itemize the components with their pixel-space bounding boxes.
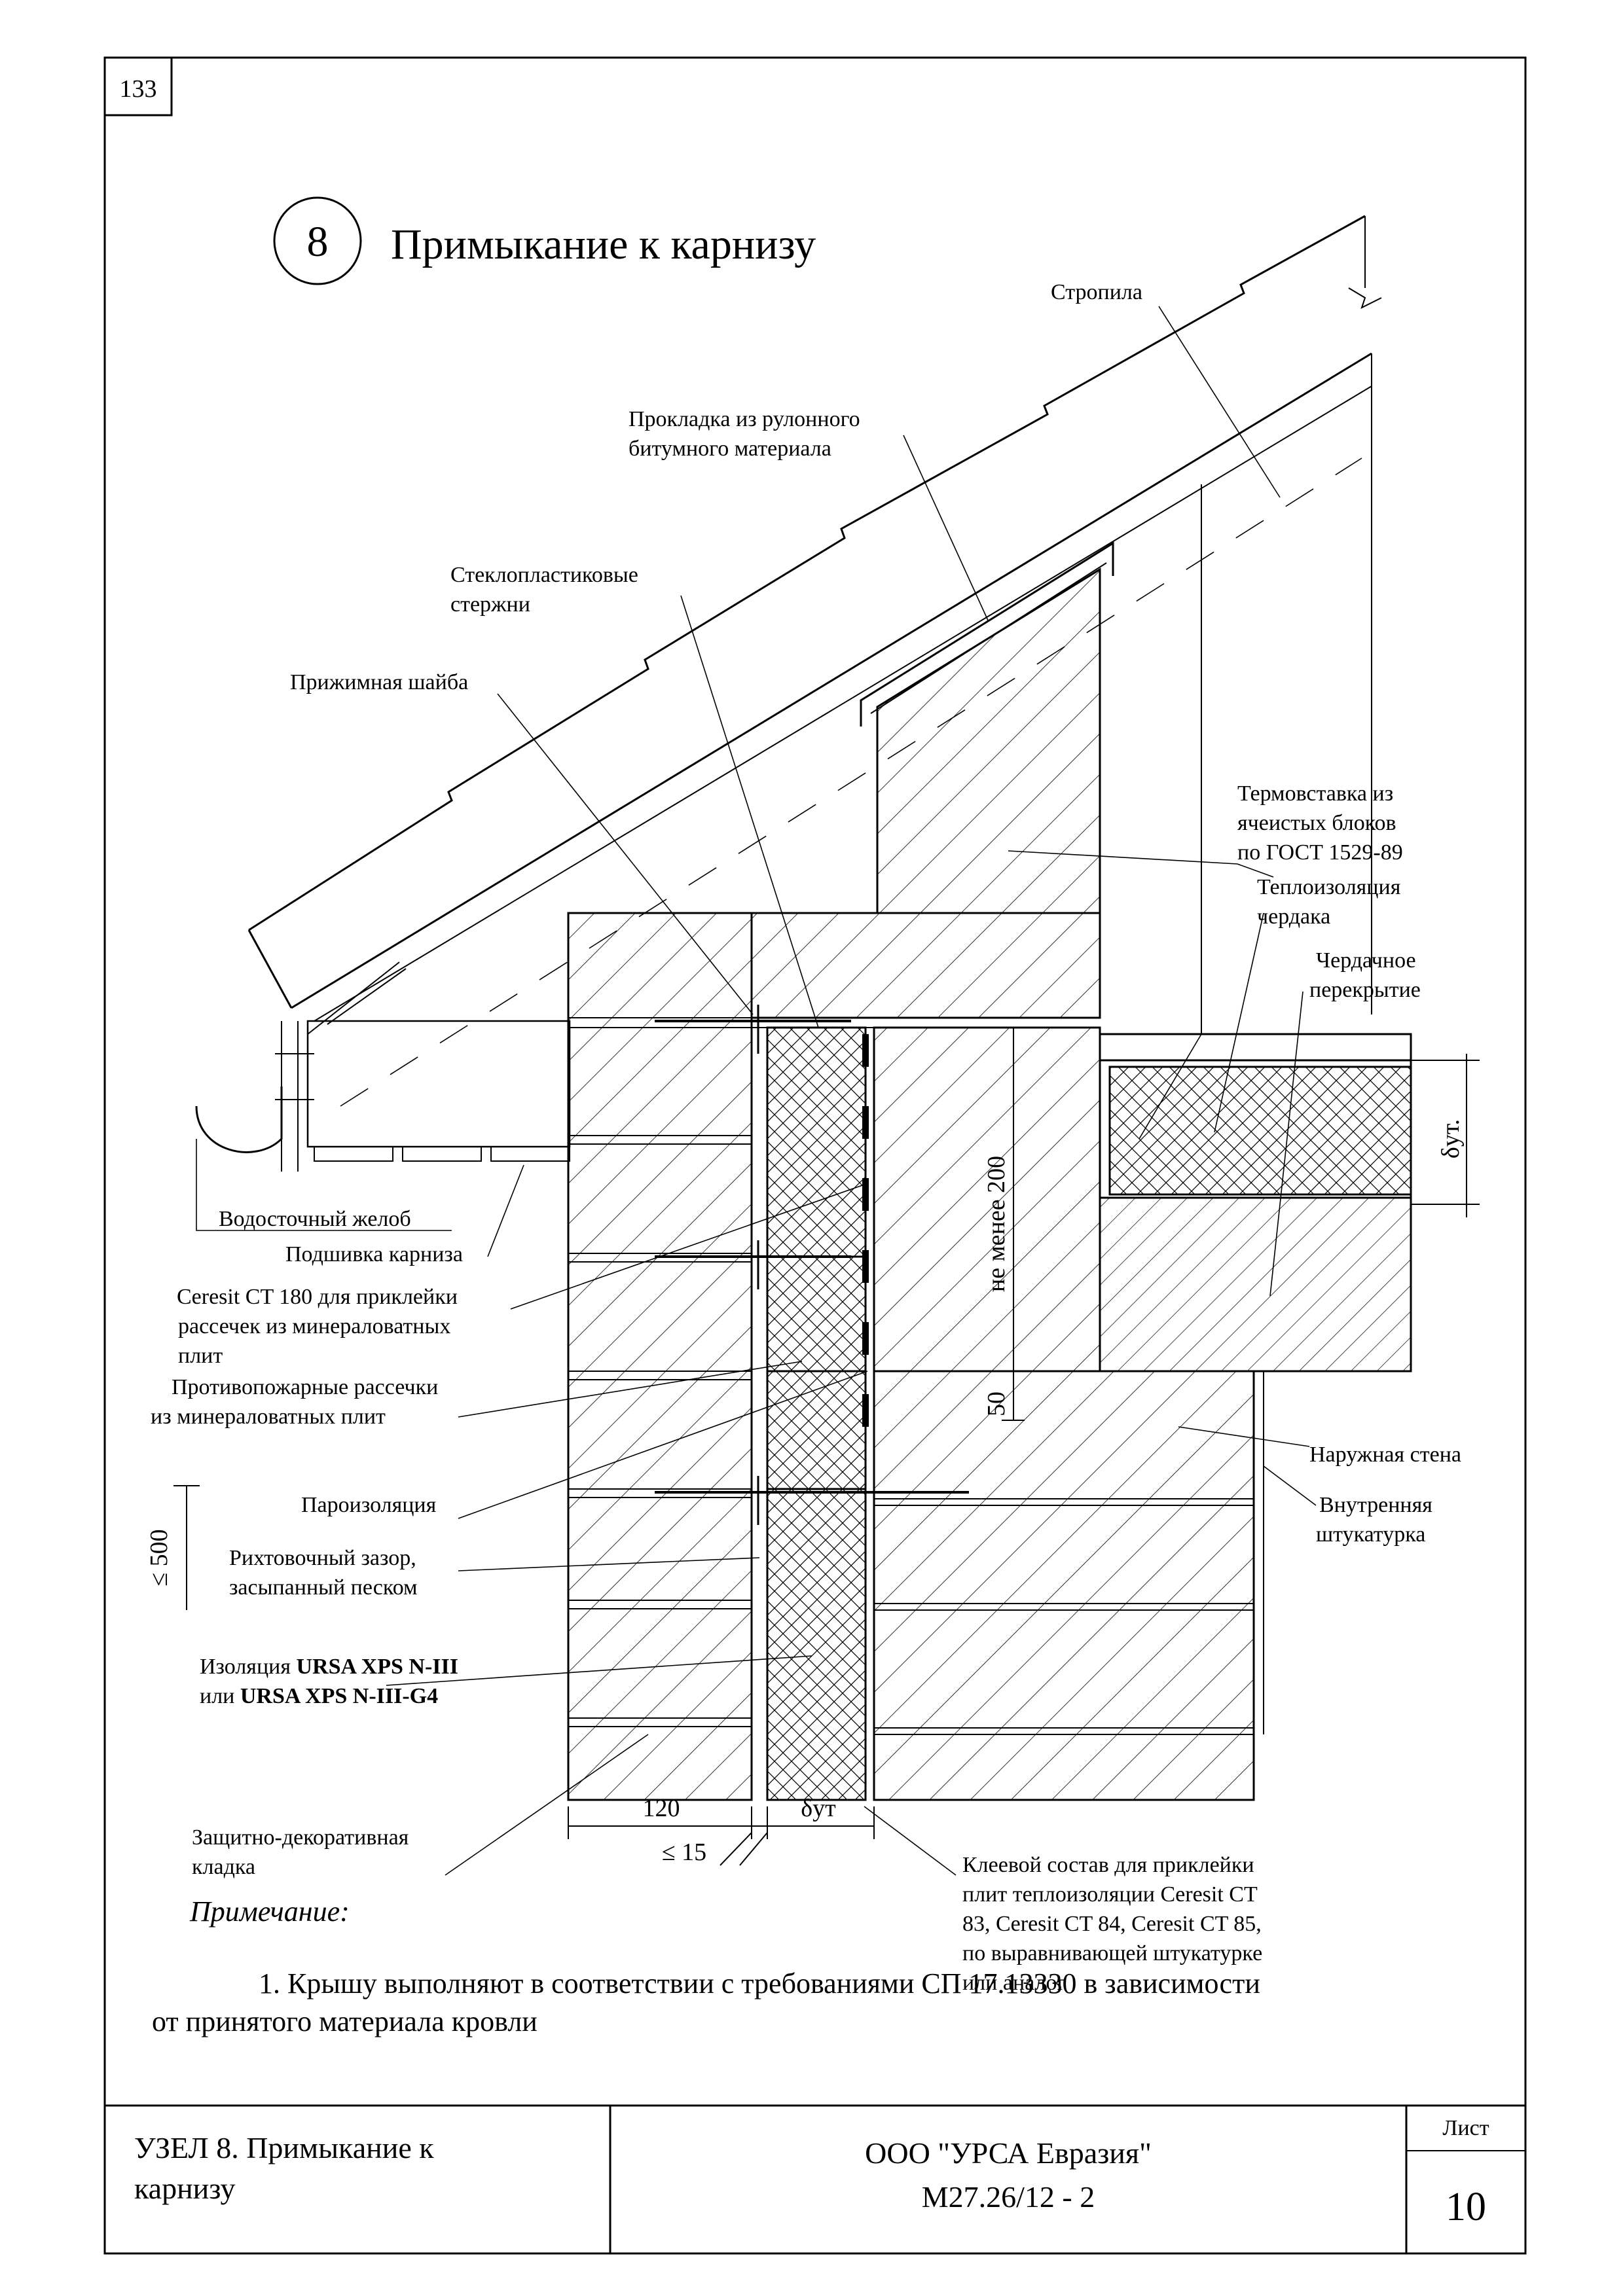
label-attic-insulation-2: чердака <box>1257 905 1330 929</box>
note-line-1: 1. Крышу выполняют в соответствии с треб… <box>259 1967 1260 2000</box>
label-adhesive-4: по выравнивающей штукатурке <box>962 1941 1262 1965</box>
label-bitumen-gasket-2: битумного материала <box>629 437 831 461</box>
attic-floor <box>1099 1033 1412 1372</box>
label-attic-slab-2: перекрытие <box>1309 978 1421 1002</box>
label-attic-slab-1: Чердачное <box>1316 948 1416 973</box>
node-number: 8 <box>307 218 329 266</box>
label-insulation-1: Изоляция URSA XPS N-III <box>200 1655 458 1679</box>
leader-lines <box>196 306 1317 1876</box>
note-heading: Примечание: <box>189 1895 350 1928</box>
title-block-sheet-label: Лист <box>1442 2116 1489 2140</box>
page-number: 133 <box>120 75 157 103</box>
callout-labels: Стропила Прокладка из рулонного битумног… <box>151 280 1461 1995</box>
label-ceresit180-2: рассечек из минераловатных <box>178 1314 450 1338</box>
dim-not-less-200: не менее 200 <box>983 1156 1010 1292</box>
label-insulation-or: или <box>200 1684 240 1708</box>
dim-fifty: 50 <box>983 1391 1010 1416</box>
label-rafters: Стропила <box>1051 280 1142 304</box>
label-insulation-prefix: Изоляция <box>200 1655 296 1679</box>
label-exterior-wall: Наружная стена <box>1309 1443 1461 1467</box>
label-attic-insulation-1: Теплоизоляция <box>1257 875 1401 899</box>
label-adhesive-5: или аналог <box>962 1971 1067 1995</box>
label-leveling-gap-2: засыпанный песком <box>229 1575 418 1600</box>
label-leveling-gap-1: Рихтовочный зазор, <box>229 1546 416 1570</box>
label-interior-plaster-2: штукатурка <box>1316 1522 1425 1547</box>
title-block-sheet-number: 10 <box>1446 2185 1486 2229</box>
label-interior-plaster-1: Внутренняя <box>1319 1493 1432 1517</box>
dimension-labels: не менее 200 50 δут. ≤ 500 120 δут ≤ 15 <box>145 1119 1465 1866</box>
title-block-left-1: УЗЕЛ 8. Примыкание к <box>134 2131 434 2164</box>
label-fire-breaks-2: из минераловатных плит <box>151 1405 386 1429</box>
title-block-org: ООО "УРСА Евразия" <box>865 2136 1152 2170</box>
protective-masonry <box>567 912 1101 1801</box>
insulation-column <box>750 1026 875 1801</box>
dim-delta-ut-bottom: δут <box>801 1795 836 1822</box>
dimensions <box>173 1027 1480 1866</box>
fiberglass-rods <box>655 1005 969 1525</box>
title-block-code: М27.26/12 - 2 <box>922 2180 1095 2214</box>
label-insulation-product2: URSA XPS N-III-G4 <box>240 1684 438 1708</box>
label-protective-masonry-2: кладка <box>192 1855 255 1879</box>
note-line-2: от принятого материала кровли <box>152 2005 538 2037</box>
dim-width-120: 120 <box>643 1795 680 1822</box>
label-gutter: Водосточный желоб <box>219 1207 411 1231</box>
label-insulation-2: или URSA XPS N-III-G4 <box>200 1684 438 1708</box>
label-eaves-soffit: Подшивка карниза <box>285 1242 463 1266</box>
label-adhesive-2: плит теплоизоляции Ceresit CT <box>962 1882 1258 1907</box>
label-thermal-insert-2: ячеистых блоков <box>1237 811 1396 835</box>
label-thermal-insert-1: Термовставка из <box>1237 781 1393 806</box>
label-fiberglass-rods-1: Стеклопластиковые <box>450 563 638 587</box>
label-adhesive-1: Клеевой состав для приклейки <box>962 1853 1254 1877</box>
masonry-joints <box>568 1017 1100 1727</box>
label-protective-masonry-1: Защитно-декоративная <box>192 1825 409 1850</box>
node-number-circle <box>273 196 362 285</box>
title-block: УЗЕЛ 8. Примыкание к карнизу ООО "УРСА Е… <box>134 2116 1489 2229</box>
label-insulation-product1: URSA XPS N-III <box>296 1655 458 1679</box>
label-fire-breaks-1: Противопожарные рассечки <box>172 1375 438 1399</box>
node-title: 8 Примыкание к карнизу <box>273 196 816 285</box>
label-bitumen-gasket-1: Прокладка из рулонного <box>629 407 860 431</box>
label-ceresit180-3: плит <box>178 1344 223 1368</box>
dim-le-15: ≤ 15 <box>662 1839 706 1866</box>
dim-le-500: ≤ 500 <box>145 1529 173 1586</box>
label-ceresit180-1: Ceresit CT 180 для приклейки <box>177 1285 458 1309</box>
sheet-frame <box>103 56 1527 2255</box>
label-fiberglass-rods-2: стержни <box>450 592 530 617</box>
dim-delta-ut-right: δут. <box>1437 1119 1465 1158</box>
thermal-insert <box>860 541 1114 914</box>
label-adhesive-3: 83, Ceresit CT 84, Ceresit CT 85, <box>962 1912 1262 1936</box>
label-vapor-barrier: Пароизоляция <box>301 1493 437 1517</box>
exterior-wall <box>873 1026 1264 1801</box>
note: Примечание: 1. Крышу выполняют в соответ… <box>152 1895 1260 2037</box>
node-title-text: Примыкание к карнизу <box>391 221 816 268</box>
label-pressure-washer: Прижимная шайба <box>290 670 468 694</box>
title-block-left-2: карнизу <box>134 2172 236 2205</box>
label-thermal-insert-3: по ГОСТ 1529-89 <box>1237 840 1403 865</box>
